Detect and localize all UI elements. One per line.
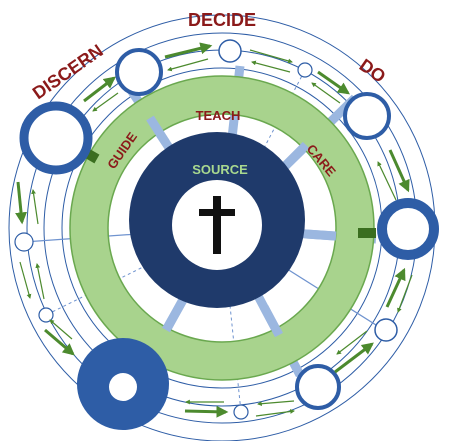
connector-do <box>358 228 376 238</box>
left-small-node <box>14 232 34 252</box>
green-ring-inner-edge <box>107 113 337 343</box>
left-lower-small-node <box>38 307 54 323</box>
ring-label-teach: TEACH <box>196 108 241 123</box>
cycle-arrows <box>15 42 413 418</box>
outer-label-do: DO <box>356 55 390 87</box>
green-ring <box>70 76 374 380</box>
top-right-small-node <box>297 62 313 78</box>
outer-label-decide: DECIDE <box>188 10 256 30</box>
bottom-small-node <box>233 404 249 420</box>
top-small-node <box>218 39 242 63</box>
right-lower-small-node <box>374 318 398 342</box>
start-node-hole <box>109 373 137 401</box>
discern-node <box>19 101 93 175</box>
decide-left-node <box>115 48 163 96</box>
decide-right-node <box>343 92 391 140</box>
cross-icon <box>199 196 235 254</box>
ring-spoke-segments <box>146 115 337 338</box>
do-node <box>377 198 439 260</box>
center-label-source: SOURCE <box>192 162 248 177</box>
bottom-right-node <box>295 364 341 410</box>
